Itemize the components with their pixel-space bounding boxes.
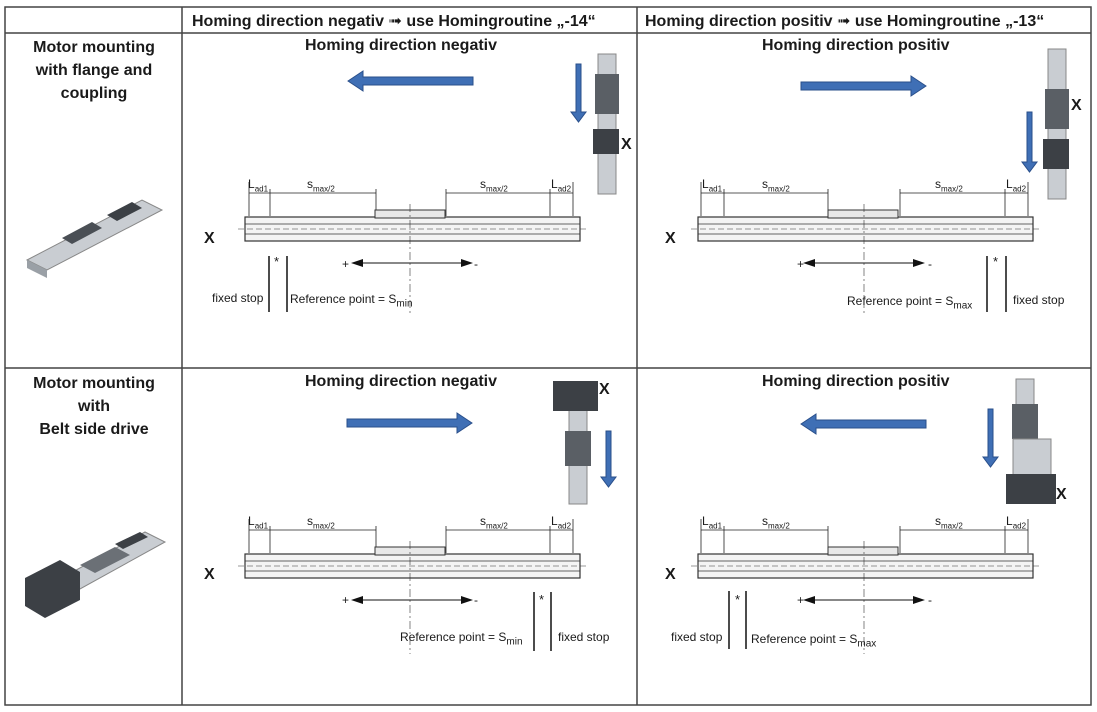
lad2-label: Lad2 — [551, 514, 572, 531]
diagram-cell-2 — [691, 48, 1069, 314]
plus-label: + — [342, 593, 350, 607]
diagram-cell-3 — [238, 381, 617, 654]
star-label: * — [993, 254, 999, 269]
fixed-stop-label: fixed stop — [212, 291, 264, 305]
fixed-stop-label: fixed stop — [671, 630, 723, 644]
smax-label: smax/2 — [307, 514, 335, 531]
direction-arrow — [800, 75, 927, 97]
direction-arrow — [600, 430, 617, 488]
x-label: X — [621, 136, 632, 153]
header-negativ: Homing direction negativ ➟ use Homingrou… — [192, 13, 596, 30]
x-label: X — [1056, 486, 1067, 503]
cell-title-4: Homing direction positiv — [762, 373, 950, 390]
fixed-stop-label: fixed stop — [1013, 293, 1065, 307]
x-label: X — [665, 566, 676, 583]
minus-label: - — [928, 257, 932, 271]
cell-title-3: Homing direction negativ — [305, 373, 498, 390]
direction-arrow — [982, 408, 999, 468]
smax-label: smax/2 — [762, 177, 790, 194]
lad2-label: Lad2 — [551, 177, 572, 194]
direction-arrow — [347, 70, 474, 92]
star-label: * — [274, 254, 280, 269]
lad1-label: Lad1 — [702, 514, 723, 531]
x-label: X — [599, 381, 610, 398]
plus-label: + — [797, 593, 805, 607]
reference-point-label: Reference point = Smax — [847, 294, 973, 312]
x-label: X — [204, 566, 215, 583]
smax-label: smax/2 — [480, 177, 508, 194]
smax-label: smax/2 — [480, 514, 508, 531]
smax-label: smax/2 — [935, 514, 963, 531]
direction-arrow — [570, 63, 587, 123]
cell-title-2: Homing direction positiv — [762, 37, 950, 54]
header-positiv: Homing direction positiv ➟ use Homingrou… — [645, 13, 1045, 30]
lad1-label: Lad1 — [248, 177, 269, 194]
x-label: X — [1071, 97, 1082, 114]
linear-module-belt-image — [25, 531, 167, 618]
plus-label: + — [797, 257, 805, 271]
direction-arrow — [346, 412, 473, 434]
x-label: X — [204, 230, 215, 247]
minus-label: - — [474, 257, 478, 271]
diagram-cell-1 — [238, 53, 619, 314]
minus-label: - — [928, 593, 932, 607]
lad1-label: Lad1 — [248, 514, 269, 531]
cell-title-1: Homing direction negativ — [305, 37, 498, 54]
smax-label: smax/2 — [307, 177, 335, 194]
fixed-stop-label: fixed stop — [558, 630, 610, 644]
lad2-label: Lad2 — [1006, 514, 1027, 531]
lad1-label: Lad1 — [702, 177, 723, 194]
lad2-label: Lad2 — [1006, 177, 1027, 194]
direction-arrow — [800, 413, 927, 435]
reference-point-label: Reference point = Smin — [290, 292, 413, 310]
smax-label: smax/2 — [935, 177, 963, 194]
reference-point-label: Reference point = Smax — [751, 632, 877, 650]
linear-module-flange-image — [25, 199, 164, 278]
smax-label: smax/2 — [762, 514, 790, 531]
x-label: X — [665, 230, 676, 247]
direction-arrow — [1021, 111, 1038, 173]
diagram-cell-4 — [691, 378, 1056, 654]
star-label: * — [735, 592, 741, 607]
minus-label: - — [474, 593, 478, 607]
plus-label: + — [342, 257, 350, 271]
star-label: * — [539, 592, 545, 607]
reference-point-label: Reference point = Smin — [400, 630, 523, 648]
